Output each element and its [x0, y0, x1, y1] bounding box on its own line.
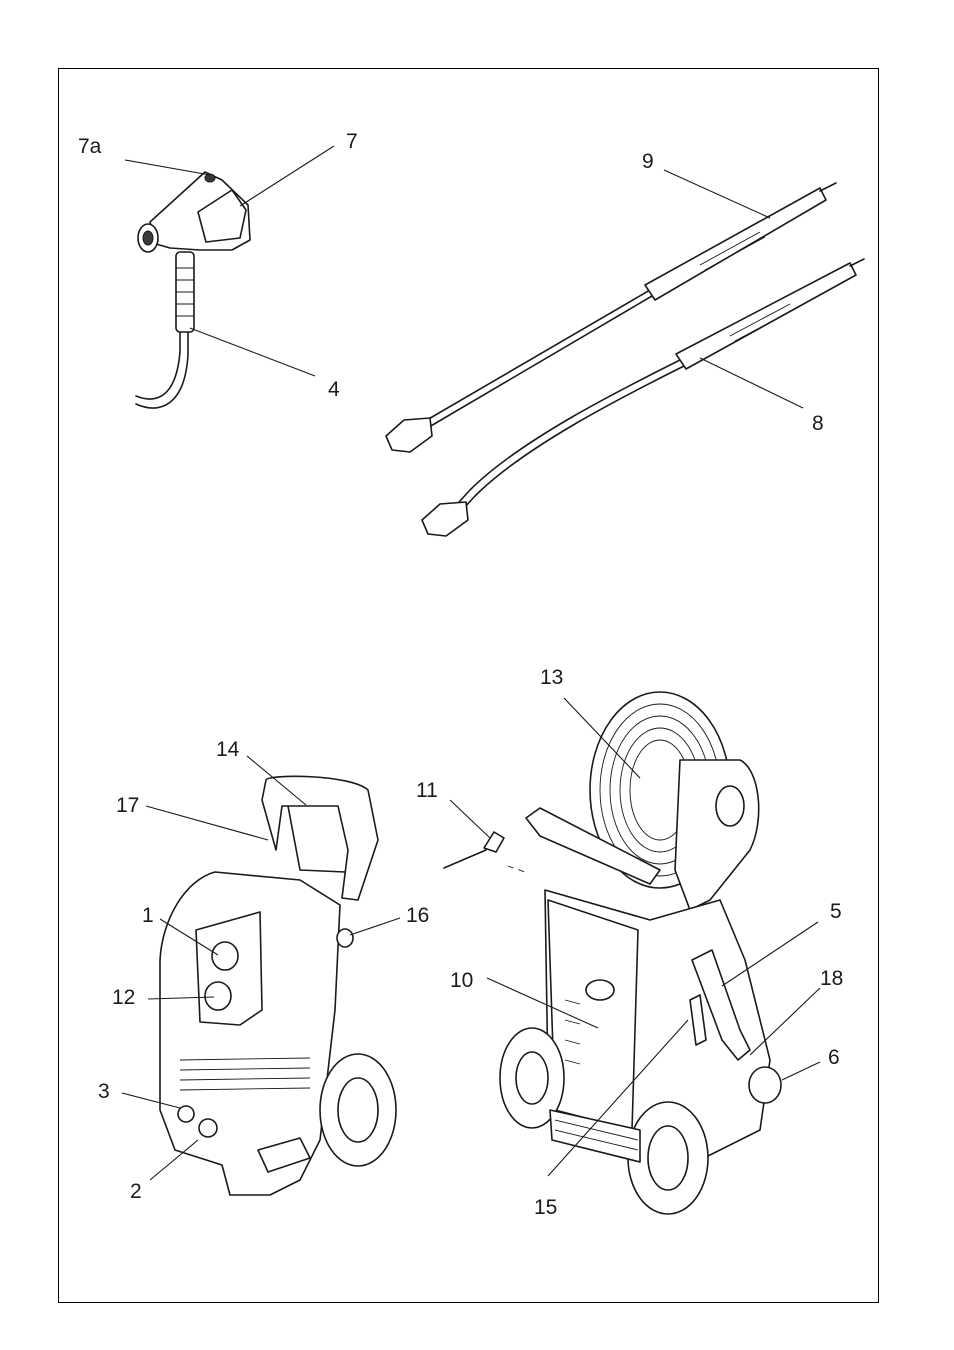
- callout-7a: 7a: [78, 135, 102, 158]
- pressure-washer-front: [160, 776, 396, 1195]
- callout-14: 14: [216, 738, 240, 761]
- callout-1: 1: [142, 904, 154, 927]
- callout-18: 18: [820, 967, 843, 990]
- callout-7: 7: [346, 130, 358, 153]
- pressure-washer-rear: [444, 692, 781, 1214]
- callout-12: 12: [112, 986, 135, 1009]
- callout-16: 16: [406, 904, 429, 927]
- callout-10: 10: [450, 969, 473, 992]
- callout-6: 6: [828, 1046, 840, 1069]
- callout-9: 9: [642, 150, 654, 173]
- callout-11: 11: [416, 779, 438, 802]
- spray-gun: [136, 172, 250, 408]
- callout-17: 17: [116, 794, 139, 817]
- callout-4: 4: [328, 378, 340, 401]
- callout-5: 5: [830, 900, 842, 923]
- callout-15: 15: [534, 1196, 557, 1219]
- callout-13: 13: [540, 666, 563, 689]
- callout-3: 3: [98, 1080, 110, 1103]
- callout-8: 8: [812, 412, 824, 435]
- callout-2: 2: [130, 1180, 142, 1203]
